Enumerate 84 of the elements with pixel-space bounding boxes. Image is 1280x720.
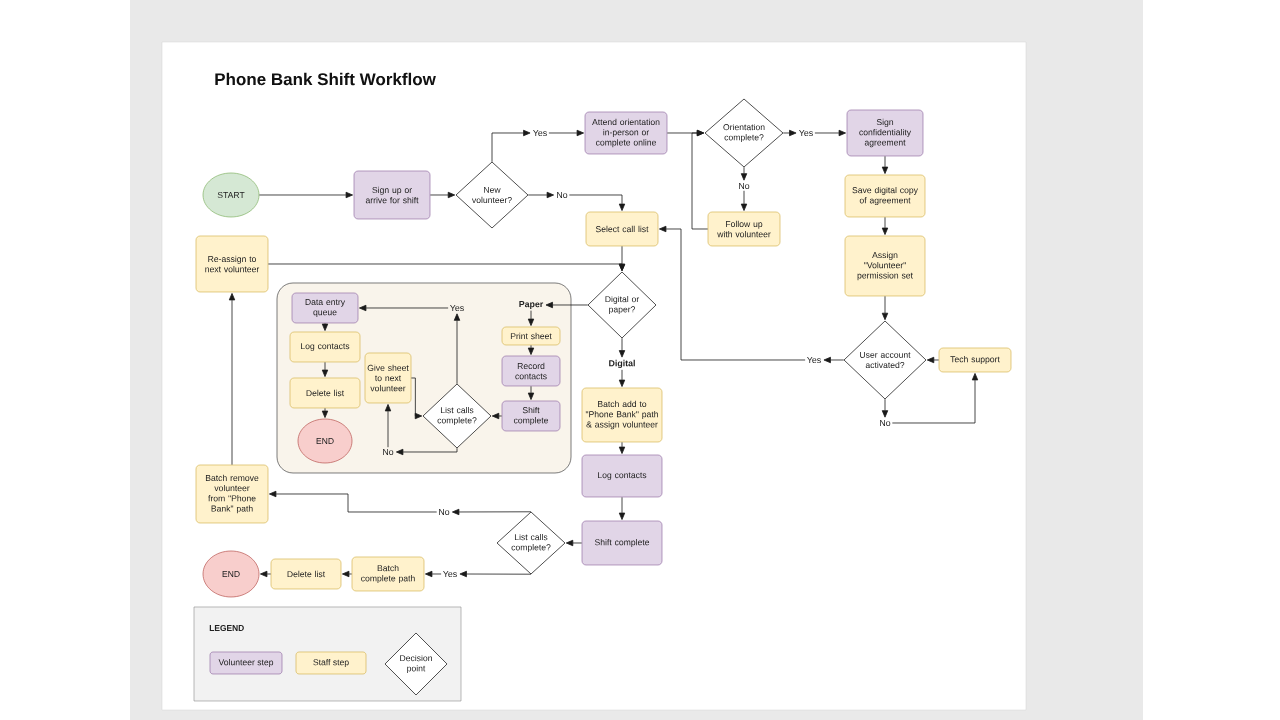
arrow <box>228 293 236 466</box>
process-box: Shift complete <box>581 520 663 566</box>
arrow <box>459 570 532 578</box>
process-box: Select call list <box>585 211 659 247</box>
process-box: Delete list <box>289 377 361 409</box>
process-box: Batch remove volunteer from "Phone Bank" path <box>195 464 269 524</box>
arrow <box>881 216 889 235</box>
title: Phone Bank Shift Workflow <box>215 72 436 86</box>
process-box: Attend orientation in-person or complete online <box>584 111 668 155</box>
process-box: Batch add to "Phone Bank" path & assign volunteer <box>581 387 663 443</box>
arrow <box>548 129 584 137</box>
process-box: Tech support <box>938 347 1012 373</box>
branch-label: Yes <box>799 129 813 137</box>
process-box: Shift complete <box>501 400 561 432</box>
branch-label: No <box>383 448 394 456</box>
arrow <box>823 356 845 364</box>
arrow <box>410 377 423 420</box>
process-box: Give sheet to next volunteer <box>364 352 412 404</box>
arrow <box>321 322 329 331</box>
branch-label: No <box>557 191 568 199</box>
process-box: Log contacts <box>289 331 361 363</box>
arrow <box>565 539 583 547</box>
arrow <box>618 441 626 454</box>
process-box: Batch complete path <box>351 556 425 592</box>
arrow <box>491 412 503 420</box>
arrow <box>269 490 438 513</box>
arrow <box>527 191 554 199</box>
arrow <box>321 407 329 418</box>
arrow <box>691 129 709 230</box>
process-box: Follow up with volunteer <box>707 211 781 247</box>
arrow <box>740 166 748 181</box>
arrow <box>260 570 272 578</box>
process-box: Sign confidentiality agreement <box>846 109 924 157</box>
process-box: Sign up or arrive for shift <box>353 170 431 220</box>
branch-label: No <box>739 182 750 190</box>
arrow <box>527 310 535 326</box>
arrow <box>782 129 797 137</box>
arrow <box>342 570 353 578</box>
arrow <box>659 225 806 361</box>
arrow <box>740 190 748 211</box>
arrow <box>881 155 889 174</box>
arrow <box>618 496 626 520</box>
branch-label: Yes <box>450 304 464 312</box>
arrow <box>396 447 458 456</box>
process-box: Assign "Volunteer" permission set <box>844 235 926 297</box>
terminal-oval: END <box>297 418 353 464</box>
terminal-oval: START <box>202 172 260 218</box>
branch-label: Yes <box>443 570 457 578</box>
process-box: Save digital copy of agreement <box>844 174 926 218</box>
arrow <box>891 373 979 424</box>
process-box: Re-assign to next volunteer <box>195 235 269 293</box>
arrow <box>491 129 531 163</box>
arrow <box>618 369 626 387</box>
arrow <box>429 191 456 199</box>
arrow <box>267 263 626 272</box>
arrow <box>814 129 846 137</box>
terminal-oval: END <box>202 550 260 598</box>
arrow <box>527 344 535 355</box>
arrow <box>527 385 535 400</box>
branch-label: Yes <box>807 356 821 364</box>
arrow <box>258 191 353 199</box>
branch-label: Yes <box>533 129 547 137</box>
branch-label: Paper <box>519 301 544 309</box>
arrow <box>453 313 461 385</box>
legend-title: LEGEND <box>209 625 244 631</box>
arrow <box>881 398 889 418</box>
arrow <box>618 337 626 358</box>
arrow <box>881 295 889 321</box>
process-box: Delete list <box>270 558 342 590</box>
process-box: Data entry queue <box>291 292 359 324</box>
process-box: Log contacts <box>581 454 663 498</box>
process-box: Record contacts <box>501 355 561 387</box>
arrow <box>545 301 589 309</box>
branch-label: No <box>880 419 891 427</box>
arrow <box>568 194 626 211</box>
branch-label: No <box>439 508 450 516</box>
arrow <box>425 570 442 578</box>
branch-label: Digital <box>609 359 635 369</box>
arrow <box>926 356 940 364</box>
arrow <box>321 361 329 377</box>
arrow <box>384 404 392 448</box>
arrow <box>359 304 449 312</box>
process-box: Print sheet <box>501 326 561 346</box>
arrow <box>452 508 532 516</box>
